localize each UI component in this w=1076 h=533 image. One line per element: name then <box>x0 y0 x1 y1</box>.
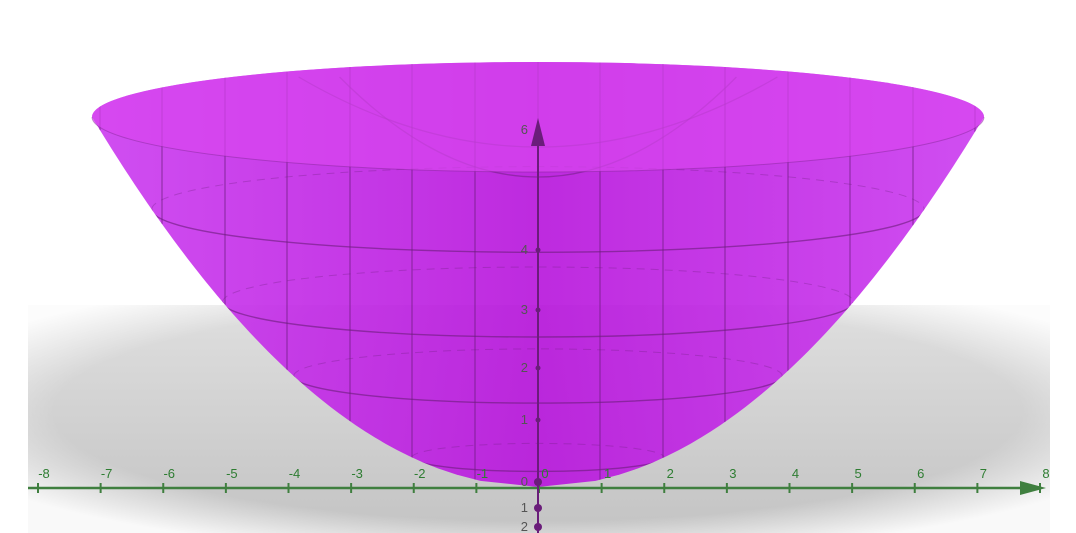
x-tick-label: 0 <box>541 466 548 481</box>
x-axis: -8 -7 -6 -5 -4 -3 -2 -1 0 1 2 3 4 5 6 7 8 <box>28 466 1050 495</box>
z-tick-label: 0 <box>521 474 528 489</box>
z-tick <box>534 478 542 486</box>
x-tick-label: 1 <box>604 466 611 481</box>
z-tick-label: 3 <box>521 302 528 317</box>
x-tick-label: 8 <box>1042 466 1049 481</box>
z-tick-label: 6 <box>521 122 528 137</box>
z-tick <box>534 504 542 512</box>
z-tick-label: 2 <box>521 519 528 533</box>
x-tick-label: 7 <box>980 466 987 481</box>
x-tick-label: 5 <box>855 466 862 481</box>
z-axis-ticks <box>534 127 542 531</box>
x-tick-label: 2 <box>667 466 674 481</box>
z-tick <box>535 247 541 253</box>
paraboloid-rim-top <box>92 62 984 172</box>
z-tick-label: 1 <box>521 500 528 515</box>
z-tick <box>534 523 542 531</box>
z-tick <box>535 307 541 313</box>
x-tick-label: 4 <box>792 466 799 481</box>
z-tick-label: 2 <box>521 360 528 375</box>
x-tick-label: 6 <box>917 466 924 481</box>
x-tick-label: -2 <box>414 466 426 481</box>
x-axis-tick-labels: -8 -7 -6 -5 -4 -3 -2 -1 0 1 2 3 4 5 6 7 8 <box>38 466 1049 481</box>
x-tick-label: -1 <box>477 466 489 481</box>
x-tick-label: -6 <box>163 466 175 481</box>
x-tick-label: -8 <box>38 466 50 481</box>
z-tick <box>535 365 541 371</box>
z-axis-tick-labels: 6 4 3 2 1 0 1 2 <box>521 122 528 533</box>
z-tick-label: 4 <box>521 242 528 257</box>
x-tick-label: 3 <box>729 466 736 481</box>
z-tick <box>535 127 541 133</box>
mesh-level-curve-back <box>222 266 854 303</box>
x-tick-label: -4 <box>289 466 301 481</box>
mesh-level-curve-back <box>293 348 783 377</box>
x-tick-label: -3 <box>351 466 363 481</box>
z-tick <box>535 417 541 423</box>
x-tick-label: -5 <box>226 466 238 481</box>
x-axis-arrowhead <box>1020 481 1046 495</box>
z-axis: 6 4 3 2 1 0 1 2 <box>521 118 545 533</box>
z-tick-label: 1 <box>521 412 528 427</box>
x-tick-label: -7 <box>101 466 113 481</box>
